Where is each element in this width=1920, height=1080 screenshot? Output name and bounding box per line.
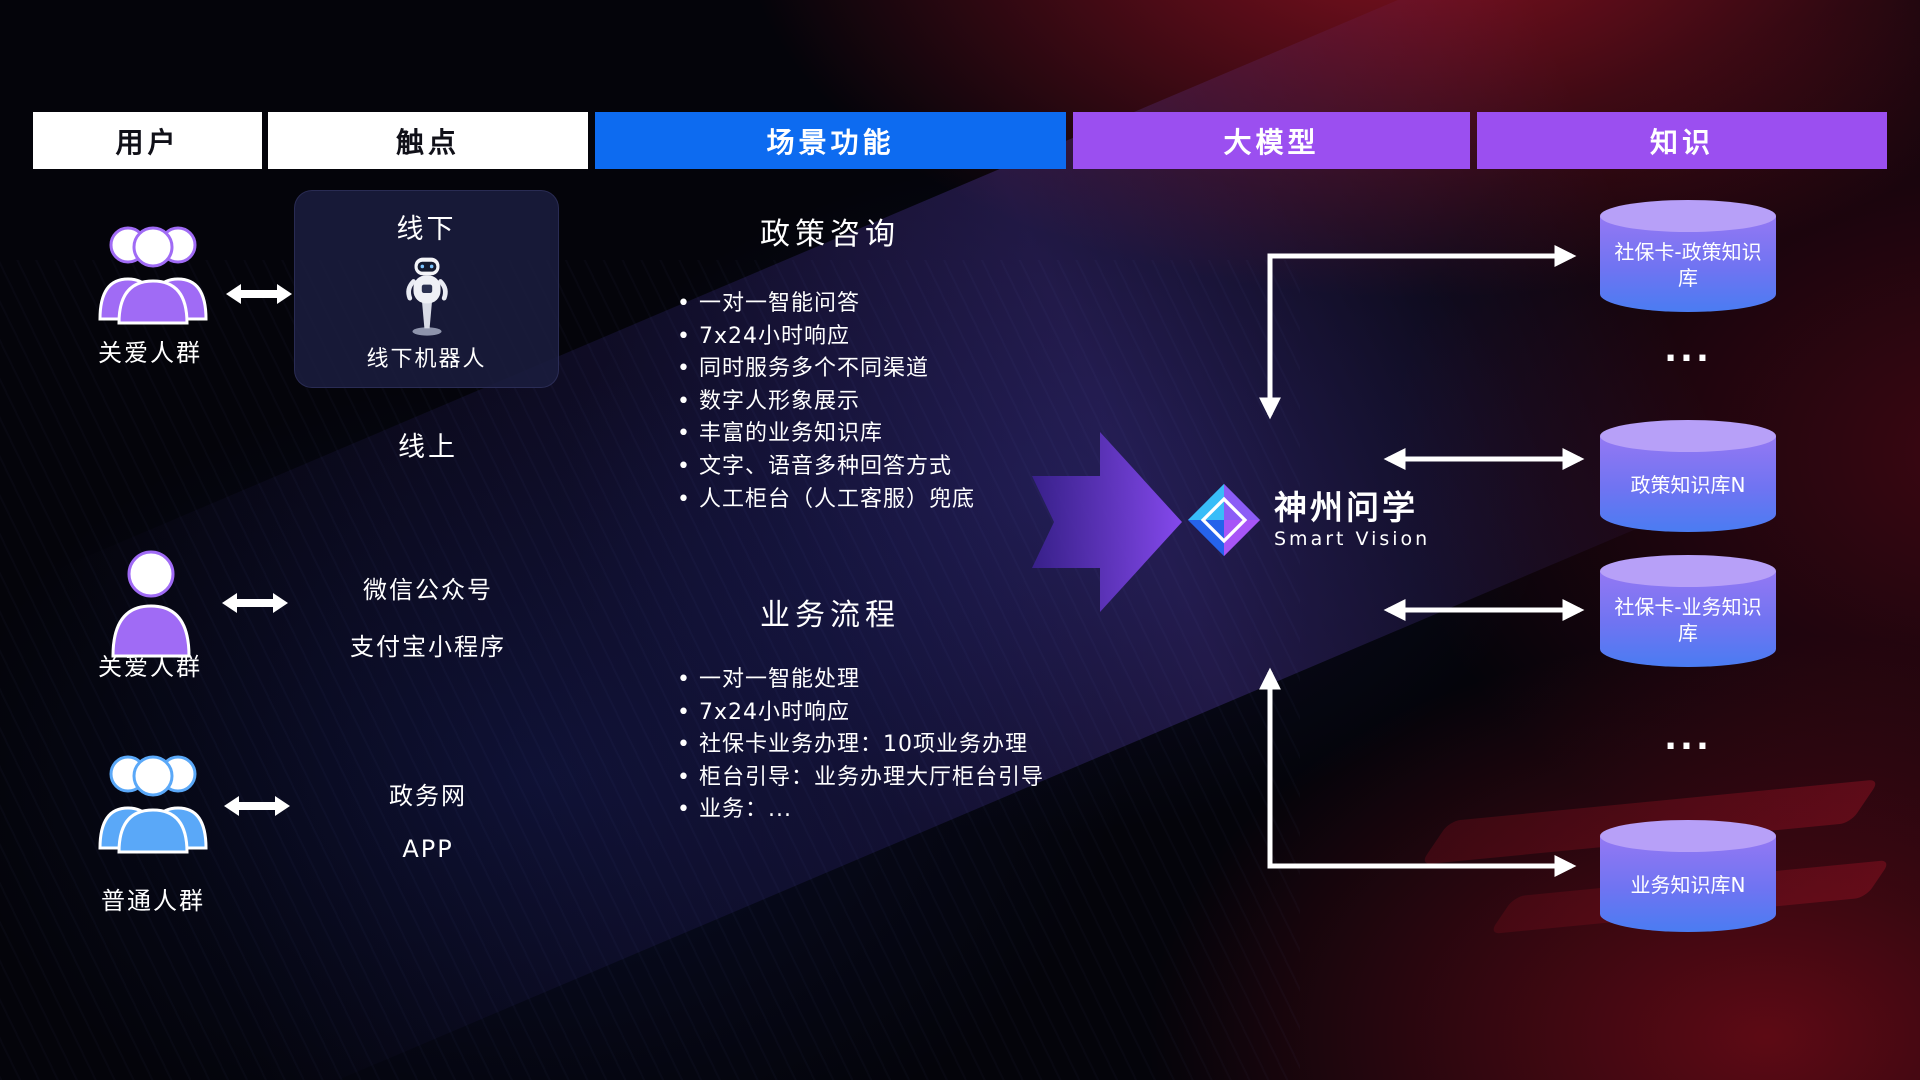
column-header-users: 用户 bbox=[33, 112, 262, 169]
database-icon bbox=[1600, 820, 1776, 852]
offline-robot-label: 线下机器人 bbox=[366, 347, 487, 372]
flow-arrow-icon bbox=[1032, 432, 1182, 612]
user-group-label: 关爱人群 bbox=[98, 339, 202, 367]
kb-label: 社保卡-政策知识库 bbox=[1614, 240, 1762, 290]
kb-ellipsis: ... bbox=[1664, 718, 1712, 758]
channel-gov-web: 政务网 bbox=[389, 782, 467, 810]
list-item: 柜台引导：业务办理大厅柜台引导 bbox=[677, 762, 1044, 795]
robot-icon bbox=[405, 257, 448, 336]
scenario-policy-list: 一对一智能问答 7x24小时响应 同时服务多个不同渠道 数字人形象展示 丰富的业… bbox=[677, 288, 975, 516]
list-item: 业务：... bbox=[677, 794, 1044, 827]
database-icon bbox=[1600, 420, 1776, 452]
double-arrow-icon bbox=[226, 284, 292, 304]
list-item: 一对一智能处理 bbox=[677, 664, 1044, 697]
user-group-label: 普通人群 bbox=[101, 887, 205, 915]
kb-ellipsis: ... bbox=[1664, 330, 1712, 370]
smart-vision-logo-icon bbox=[1187, 483, 1261, 557]
channel-alipay: 支付宝小程序 bbox=[350, 633, 506, 661]
column-header-touchpoints: 触点 bbox=[268, 112, 588, 169]
column-header-model: 大模型 bbox=[1073, 112, 1470, 169]
kb-policy-social-card: 社保卡-政策知识库 bbox=[1600, 200, 1776, 312]
kb-label: 社保卡-业务知识库 bbox=[1614, 595, 1762, 645]
column-header-knowledge: 知识 bbox=[1477, 112, 1887, 169]
user-group-label: 关爱人群 bbox=[98, 653, 202, 681]
single-user-purple-icon bbox=[111, 550, 191, 658]
double-arrow-icon bbox=[222, 593, 288, 613]
kb-business-n: 业务知识库N bbox=[1600, 820, 1776, 932]
list-item: 人工柜台（人工客服）兜底 bbox=[677, 484, 975, 517]
list-item: 文字、语音多种回答方式 bbox=[677, 451, 975, 484]
scenario-title-policy: 政策咨询 bbox=[760, 217, 900, 252]
list-item: 一对一智能问答 bbox=[677, 288, 975, 321]
double-arrow-icon bbox=[224, 796, 290, 816]
kb-label: 政策知识库N bbox=[1630, 473, 1746, 497]
group-users-purple-icon bbox=[98, 226, 208, 325]
database-icon bbox=[1600, 200, 1776, 232]
channel-app: APP bbox=[402, 835, 454, 863]
scenario-title-business: 业务流程 bbox=[760, 598, 900, 633]
background-streaks bbox=[0, 260, 1300, 1080]
list-item: 丰富的业务知识库 bbox=[677, 418, 975, 451]
column-header-scenarios: 场景功能 bbox=[595, 112, 1066, 169]
list-item: 数字人形象展示 bbox=[677, 386, 975, 419]
list-item: 同时服务多个不同渠道 bbox=[677, 353, 975, 386]
list-item: 社保卡业务办理：10项业务办理 bbox=[677, 729, 1044, 762]
model-name: 神州问学 bbox=[1274, 488, 1418, 527]
list-item: 7x24小时响应 bbox=[677, 321, 975, 354]
smart-vision-logo: 神州问学 Smart Vision bbox=[1186, 482, 1430, 558]
list-item: 7x24小时响应 bbox=[677, 697, 1044, 730]
group-users-blue-icon bbox=[98, 755, 208, 854]
offline-title: 线下 bbox=[396, 214, 457, 245]
kb-policy-n: 政策知识库N bbox=[1600, 420, 1776, 532]
offline-touchpoint-card: 线下 线下机器人 bbox=[294, 190, 559, 388]
model-subtitle: Smart Vision bbox=[1274, 528, 1431, 550]
online-title: 线上 bbox=[398, 432, 458, 463]
database-icon bbox=[1600, 555, 1776, 587]
channel-wechat: 微信公众号 bbox=[363, 576, 493, 604]
kb-label: 业务知识库N bbox=[1630, 873, 1746, 897]
scenario-business-list: 一对一智能处理 7x24小时响应 社保卡业务办理：10项业务办理 柜台引导：业务… bbox=[677, 664, 1044, 827]
kb-business-social-card: 社保卡-业务知识库 bbox=[1600, 555, 1776, 667]
